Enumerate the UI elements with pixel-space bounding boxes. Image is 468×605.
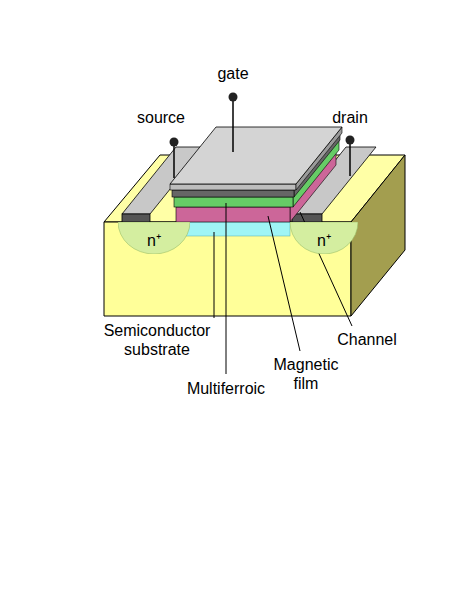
region-label: n⁺ xyxy=(118,222,190,251)
leader-line xyxy=(226,203,227,374)
gate-dark-layer xyxy=(172,190,294,197)
drain-contact-front xyxy=(292,214,322,222)
substrate-side xyxy=(351,155,405,316)
part-name: Semiconductor substrate xyxy=(77,321,237,359)
leader-line xyxy=(214,232,215,318)
gate-terminal xyxy=(229,93,238,102)
source-wire xyxy=(173,146,175,178)
multiferroic-layer xyxy=(174,197,293,207)
magnetic-film-layer xyxy=(176,207,290,222)
source-terminal xyxy=(170,138,179,147)
region-outline xyxy=(118,222,190,254)
drain-wire xyxy=(349,144,351,176)
doped-region: n⁺ xyxy=(290,222,358,254)
part-name: Multiferroic xyxy=(171,379,281,398)
source-contact-front xyxy=(122,214,150,222)
channel-region xyxy=(178,222,290,236)
part-name: Magnetic film xyxy=(266,355,346,393)
drain-terminal xyxy=(346,136,355,145)
part-name: Channel xyxy=(327,330,407,349)
gate-plate-front xyxy=(170,184,296,190)
gate-wire xyxy=(232,101,234,152)
region-label: n⁺ xyxy=(290,222,358,251)
terminal-name: gate xyxy=(203,64,263,83)
terminal-name: source xyxy=(126,108,196,127)
doped-region: n⁺ xyxy=(118,222,190,254)
gate-plate-top xyxy=(170,127,342,184)
terminal-name: drain xyxy=(320,108,380,127)
region-outline xyxy=(290,222,358,254)
